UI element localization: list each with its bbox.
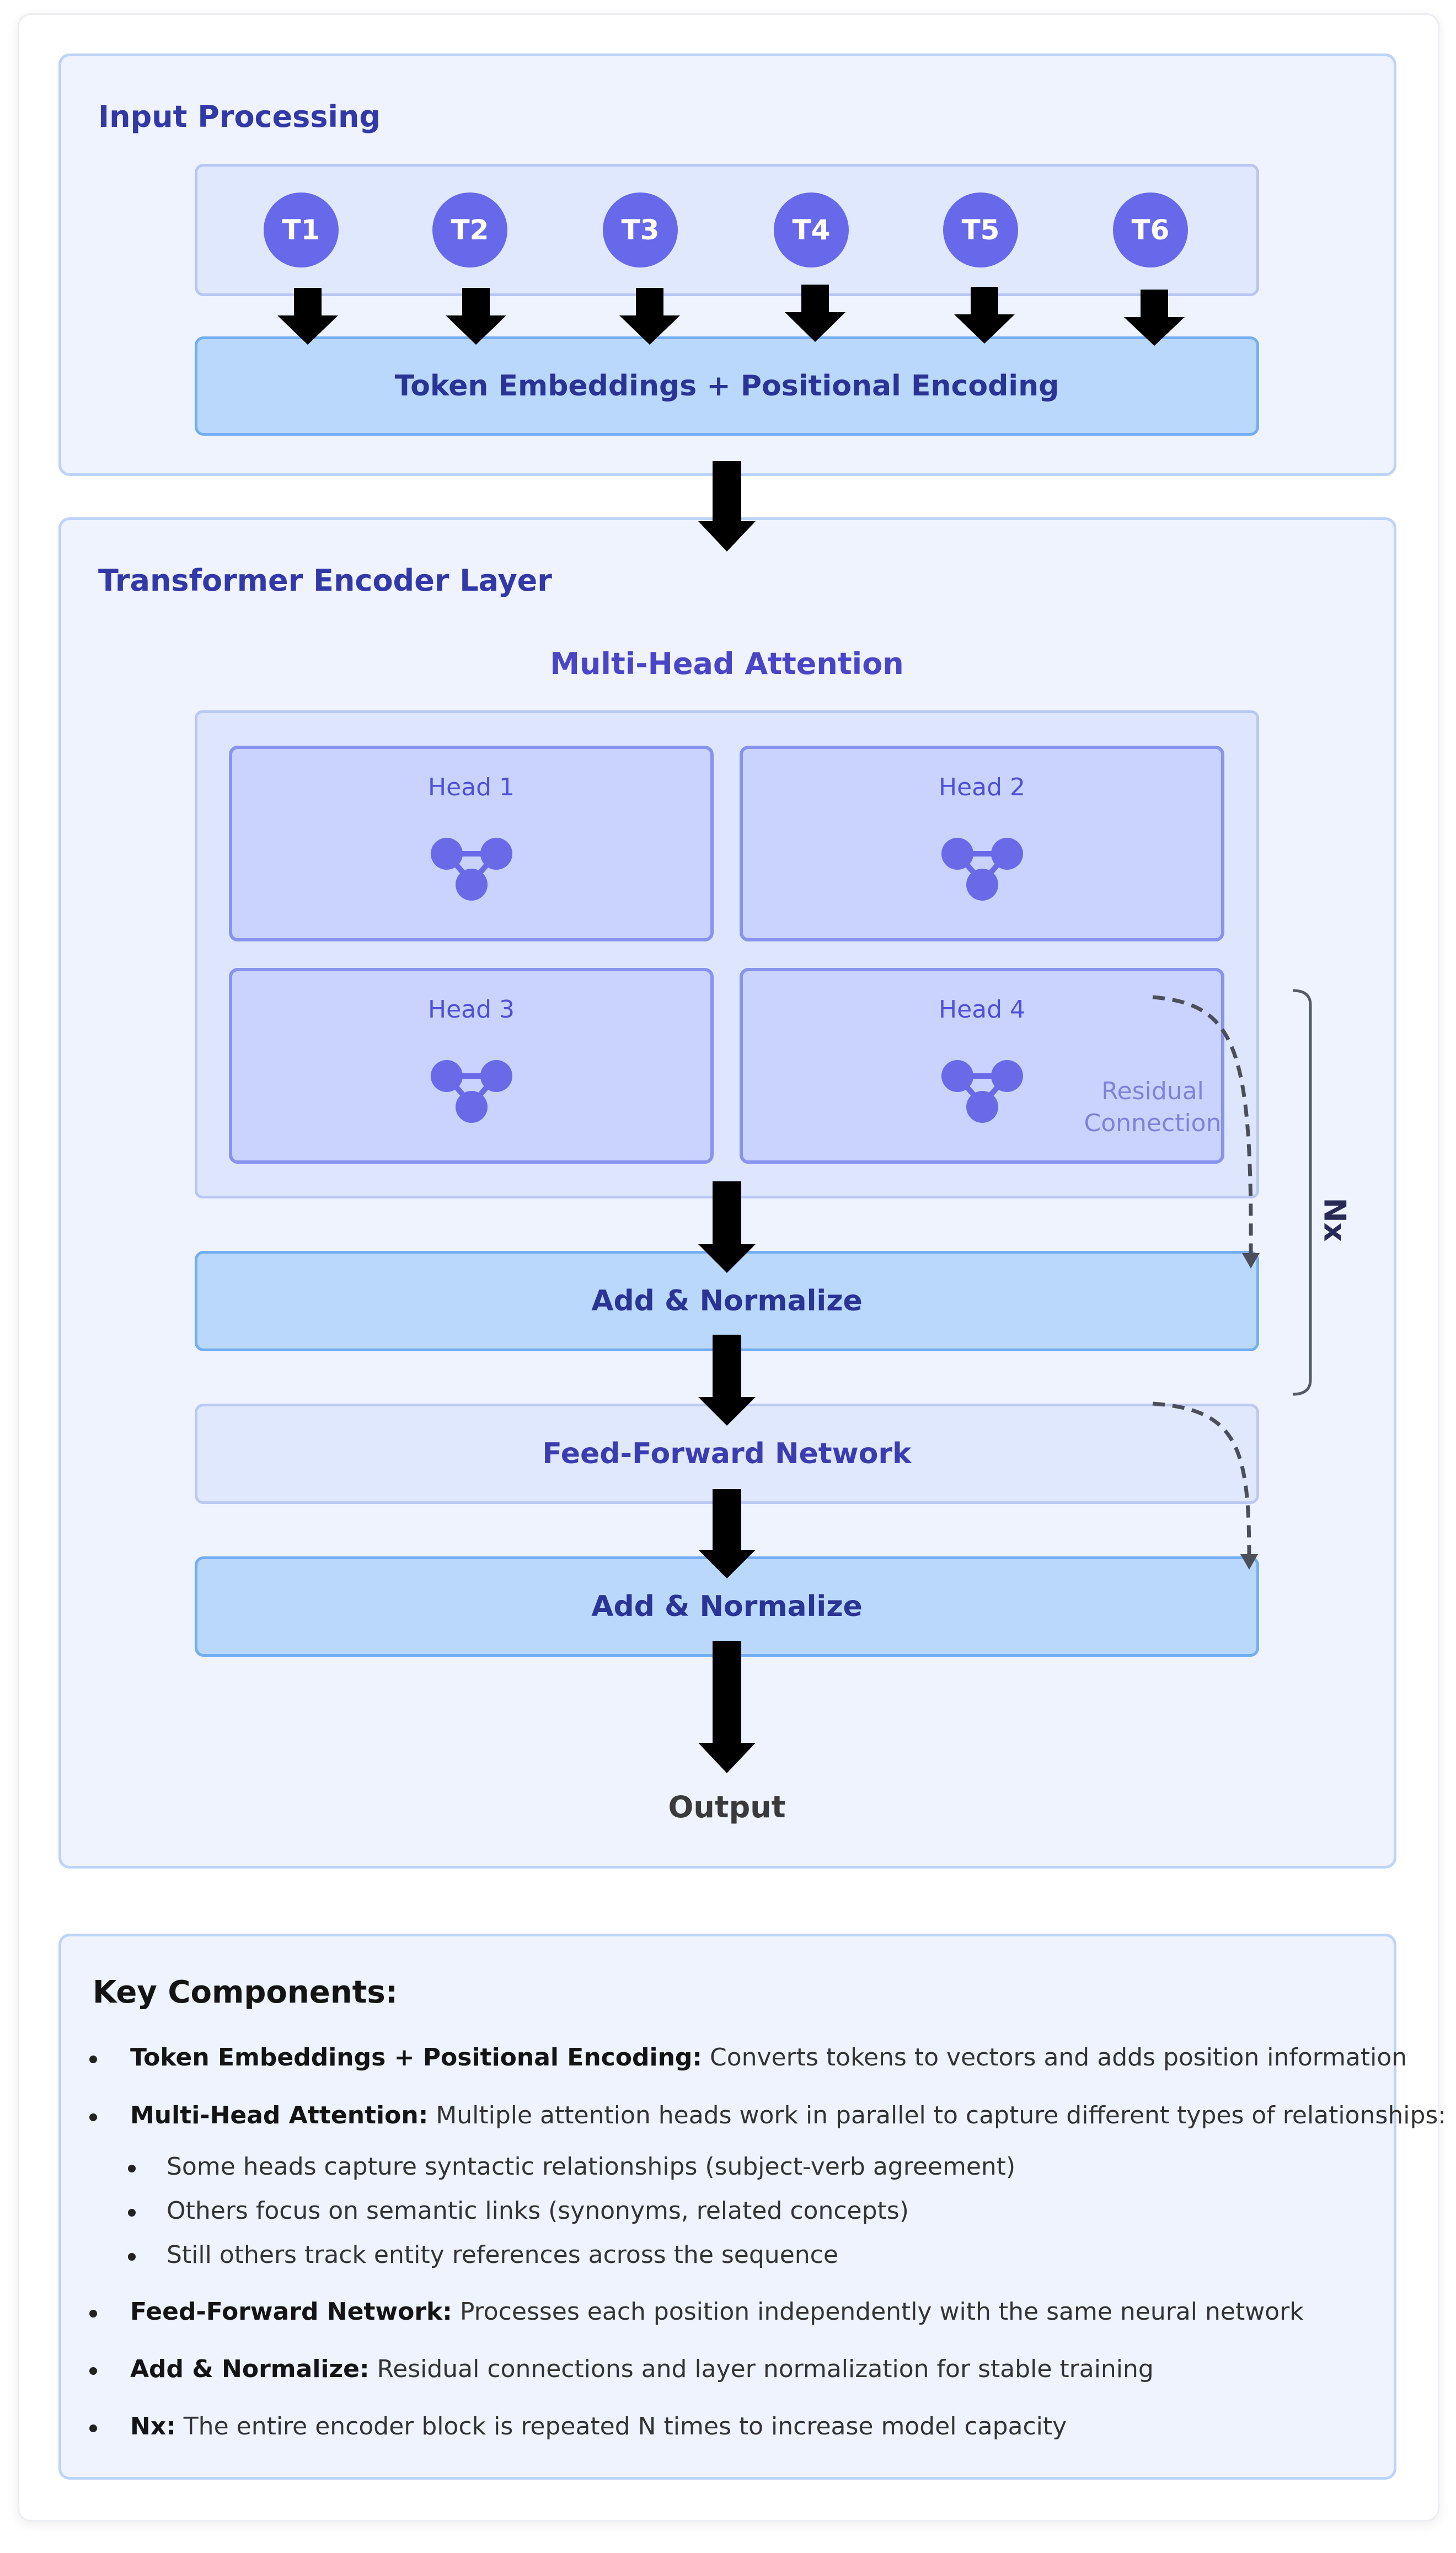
head-label: Head 2: [938, 773, 1026, 801]
key-item-ffn: Feed-Forward Network: Processes each pos…: [130, 2298, 1304, 2326]
key-item-attention: Multi-Head Attention: Multiple attention…: [130, 2101, 1446, 2129]
key-components-section: [58, 1934, 1396, 2480]
token-t2: T2: [432, 192, 507, 267]
embedding-box: Token Embeddings + Positional Encoding: [195, 336, 1259, 436]
down-arrow-icon: [785, 285, 845, 342]
key-item-term: Nx:: [130, 2412, 176, 2440]
key-item-desc: Residual connections and layer normaliza…: [369, 2355, 1154, 2383]
key-item-desc: Converts tokens to vectors and adds posi…: [702, 2043, 1407, 2072]
dashed-curve-arrow-icon: [1152, 995, 1253, 1557]
attention-head-1: Head 1: [229, 746, 714, 941]
key-item-term: Add & Normalize:: [130, 2355, 370, 2383]
bullet-dot: [89, 2056, 97, 2063]
output-label: Output: [668, 1790, 786, 1824]
token-t4: T4: [774, 192, 849, 267]
attention-nodes-icon: [430, 838, 512, 901]
bullet-dot: [89, 2367, 97, 2375]
arrow-layer: [277, 285, 1260, 1773]
bullet-dot: [89, 2424, 97, 2432]
residual-label-line2: Connection: [1084, 1109, 1222, 1137]
key-sub-item-entity: Still others track entity references acr…: [167, 2241, 838, 2269]
down-arrow-icon: [277, 288, 338, 345]
key-item-nx: Nx: The entire encoder block is repeated…: [130, 2412, 1067, 2440]
key-sub-item-syntactic: Some heads capture syntactic relationshi…: [167, 2153, 1016, 2181]
bracket-icon: [1292, 989, 1312, 1396]
token-t6: T6: [1113, 192, 1188, 267]
mha-label: Multi-Head Attention: [550, 646, 904, 681]
attention-nodes-icon: [430, 1060, 512, 1123]
down-arrow-icon: [619, 288, 680, 345]
token-t5: T5: [943, 192, 1018, 267]
head-label: Head 3: [427, 995, 515, 1024]
key-item-desc: Processes each position independently wi…: [452, 2298, 1304, 2326]
down-arrow-icon: [698, 1335, 756, 1426]
attention-head-2: Head 2: [740, 746, 1224, 941]
feed-forward-label: Feed-Forward Network: [542, 1437, 912, 1470]
down-arrow-icon: [1124, 290, 1185, 346]
attention-head-4: Head 4: [740, 968, 1224, 1164]
attention-nodes-icon: [941, 1060, 1023, 1123]
bullet-dot: [89, 2310, 97, 2317]
down-arrow-icon: [954, 287, 1015, 344]
bullet-dot: [128, 2253, 136, 2261]
embedding-label: Token Embeddings + Positional Encoding: [394, 370, 1059, 403]
key-item-add-norm: Add & Normalize: Residual connections an…: [130, 2355, 1154, 2383]
key-item-term: Feed-Forward Network:: [130, 2298, 452, 2326]
down-arrow-icon: [698, 1181, 756, 1273]
head-label: Head 1: [427, 773, 515, 801]
key-item-term: Multi-Head Attention:: [130, 2101, 429, 2129]
key-item-embeddings: Token Embeddings + Positional Encoding: …: [130, 2043, 1407, 2072]
attention-nodes-icon: [941, 838, 1023, 901]
input-processing-title: Input Processing: [98, 99, 381, 134]
residual-label-line1: Residual: [1101, 1077, 1204, 1105]
key-item-desc: Multiple attention heads work in paralle…: [428, 2101, 1447, 2129]
bullet-dot: [89, 2113, 97, 2121]
down-arrow-icon: [698, 1489, 756, 1578]
attention-head-3: Head 3: [229, 968, 714, 1164]
token-t3: T3: [603, 192, 678, 267]
key-components-title: Key Components:: [93, 1974, 398, 2010]
down-arrow-icon: [446, 288, 506, 345]
token-t1: T1: [264, 192, 339, 267]
bullet-dot: [128, 2209, 136, 2217]
token-tray: [195, 164, 1259, 296]
key-sub-item-semantic: Others focus on semantic links (synonyms…: [167, 2197, 909, 2225]
key-item-desc: The entire encoder block is repeated N t…: [175, 2412, 1067, 2440]
add-normalize-label-2: Add & Normalize: [591, 1590, 863, 1623]
head-label: Head 4: [938, 995, 1026, 1024]
encoder-title: Transformer Encoder Layer: [98, 563, 552, 598]
residual-connection-label: Residual Connection: [1064, 1075, 1241, 1139]
add-normalize-label-1: Add & Normalize: [591, 1284, 863, 1318]
bullet-dot: [128, 2165, 136, 2172]
down-arrow-icon: [698, 461, 756, 552]
down-arrow-icon: [698, 1641, 756, 1773]
key-item-term: Token Embeddings + Positional Encoding:: [130, 2043, 702, 2072]
